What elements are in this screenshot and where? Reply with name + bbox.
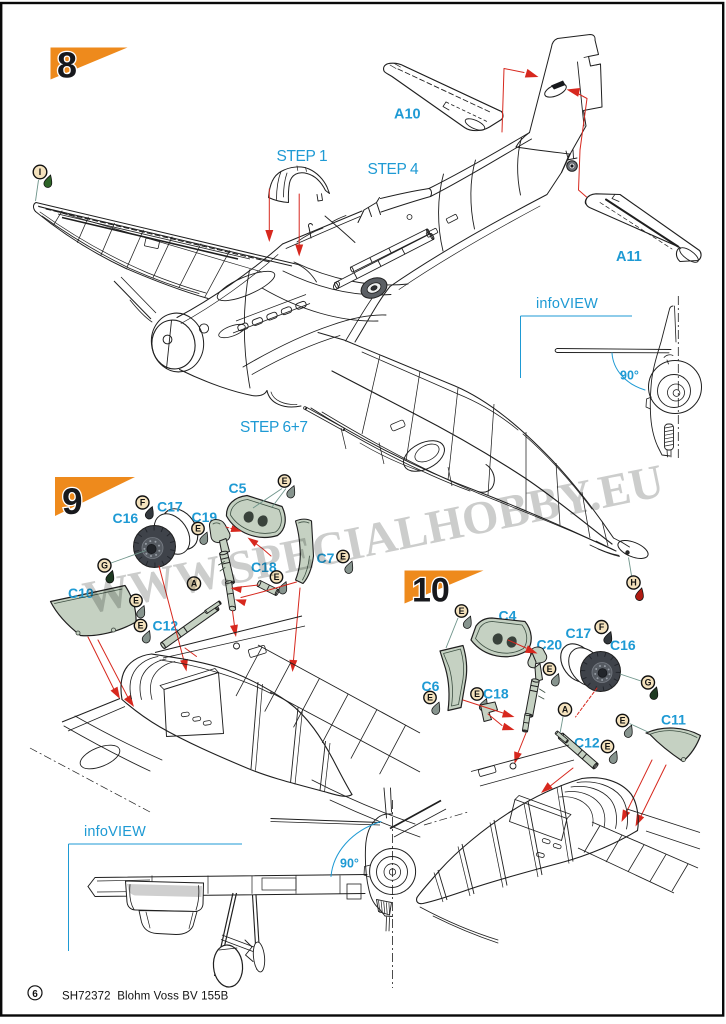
svg-text:E: E [605,742,611,752]
svg-text:C12: C12 [153,618,179,634]
svg-text:G: G [101,561,108,571]
svg-text:infoVIEW: infoVIEW [536,296,598,312]
svg-text:90°: 90° [340,857,359,871]
svg-text:E: E [282,476,288,486]
svg-text:infoVIEW: infoVIEW [84,824,146,840]
svg-text:C18: C18 [251,559,277,575]
svg-text:F: F [140,498,146,508]
svg-text:A10: A10 [394,107,421,123]
svg-text:C7: C7 [317,550,335,566]
svg-text:A11: A11 [616,249,642,265]
svg-text:E: E [547,664,553,674]
svg-text:SH72372 Blohm Voss BV 155B: SH72372 Blohm Voss BV 155B [62,990,229,1002]
svg-text:E: E [340,552,346,562]
svg-text:C6: C6 [422,678,440,694]
svg-text:H: H [630,578,636,588]
svg-text:6: 6 [32,989,38,1000]
svg-text:E: E [427,693,433,703]
svg-text:C5: C5 [229,480,247,496]
svg-text:STEP 4: STEP 4 [368,161,420,178]
svg-text:I: I [39,167,41,177]
svg-text:C17: C17 [157,499,183,515]
svg-text:E: E [459,606,465,616]
svg-text:E: E [620,716,626,726]
svg-text:C12: C12 [574,735,600,751]
svg-text:C17: C17 [566,625,592,641]
svg-text:9: 9 [62,481,83,522]
svg-text:C18: C18 [483,686,509,702]
svg-text:10: 10 [412,572,450,610]
svg-text:E: E [133,596,139,606]
svg-text:G: G [645,678,652,688]
svg-text:8: 8 [57,45,77,86]
svg-text:E: E [274,572,280,582]
svg-text:E: E [138,621,144,631]
svg-text:C16: C16 [610,637,636,653]
svg-text:A: A [562,705,569,715]
svg-text:A: A [191,579,198,589]
svg-text:C16: C16 [113,510,139,526]
svg-text:E: E [195,524,201,534]
svg-text:STEP 6+7: STEP 6+7 [240,419,308,436]
svg-text:C11: C11 [661,712,686,728]
svg-text:STEP 1: STEP 1 [277,148,328,165]
svg-text:C10: C10 [68,585,94,601]
svg-text:90°: 90° [620,369,639,383]
svg-text:F: F [599,622,605,632]
svg-text:E: E [474,689,480,699]
